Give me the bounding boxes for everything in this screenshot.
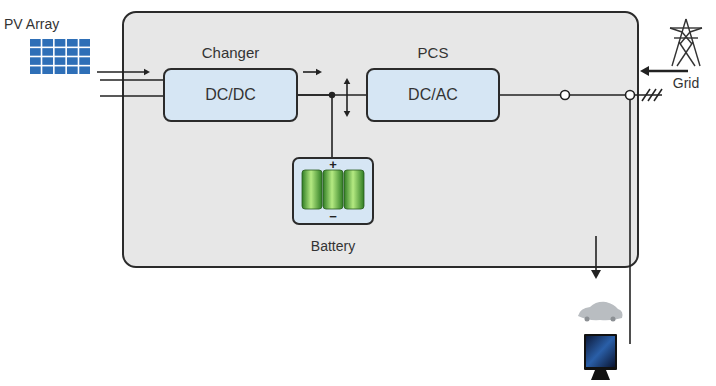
connector xyxy=(97,69,163,96)
solar-cell xyxy=(30,48,41,56)
breaker-terminal xyxy=(626,91,635,100)
flow-arrow-line xyxy=(647,70,688,73)
box-heading: Changer xyxy=(135,44,326,61)
breaker-terminal xyxy=(561,91,570,100)
tv-screen xyxy=(586,336,615,367)
arrowhead xyxy=(344,78,351,84)
solar-cell xyxy=(55,66,66,74)
flow-arrow-line xyxy=(346,83,348,112)
node-label: Grid xyxy=(652,75,716,91)
grid-node: Grid xyxy=(662,18,710,98)
solar-cell xyxy=(55,48,66,56)
tower-strut xyxy=(690,28,702,32)
tower-strut xyxy=(670,28,682,32)
pv-array-node: PV Array xyxy=(4,16,100,100)
tower-strut xyxy=(679,42,695,66)
load-flow-arrow xyxy=(595,236,597,272)
battery-cell xyxy=(323,170,343,209)
solar-cell xyxy=(30,39,41,47)
wire xyxy=(298,95,332,157)
solar-cell xyxy=(79,48,90,56)
car-wheel xyxy=(585,317,590,322)
load-flow-arrowhead xyxy=(591,270,601,279)
solar-cell xyxy=(67,39,78,47)
battery-cell xyxy=(344,170,364,209)
panel-frame xyxy=(29,38,91,75)
junction-dot xyxy=(329,92,335,98)
tower-strut xyxy=(670,27,702,28)
arrowhead xyxy=(640,66,649,76)
solar-cell xyxy=(42,48,53,56)
solar-cell xyxy=(67,57,78,65)
tower-strut xyxy=(677,42,693,66)
solar-cell xyxy=(42,39,53,47)
solar-cell xyxy=(79,66,90,74)
solar-cell xyxy=(30,57,41,65)
three-phase-mark xyxy=(654,89,662,101)
connector xyxy=(298,69,366,95)
connector xyxy=(298,78,350,157)
solar-cell xyxy=(42,66,53,74)
wire xyxy=(100,95,163,97)
box-label: DC/DC xyxy=(205,86,256,104)
box-label: DC/AC xyxy=(408,86,458,104)
transmission-tower-icon xyxy=(662,18,710,68)
box-heading: PCS xyxy=(338,44,528,61)
connector xyxy=(500,66,688,95)
arrowhead xyxy=(144,69,150,76)
system-housing xyxy=(123,12,638,267)
arrowhead xyxy=(344,111,351,117)
converter-box: PCSDC/AC xyxy=(366,68,500,122)
load-wire xyxy=(629,100,631,344)
tower-strut xyxy=(680,32,690,44)
solar-cell xyxy=(30,66,41,74)
solar-cell xyxy=(79,57,90,65)
solar-cell xyxy=(67,66,78,74)
terminal-sign: + xyxy=(323,158,343,171)
car-icon xyxy=(578,302,623,320)
arrowhead xyxy=(316,69,322,76)
battery-cell xyxy=(302,170,322,209)
solar-cell xyxy=(42,57,53,65)
flow-arrow-line xyxy=(97,71,145,73)
tv-stand xyxy=(591,370,610,380)
tv-frame xyxy=(584,334,617,370)
solar-cell xyxy=(79,39,90,47)
wire xyxy=(100,79,163,81)
car-wheel xyxy=(611,317,616,322)
wire xyxy=(500,94,662,96)
solar-cell xyxy=(67,48,78,56)
flow-arrow-line xyxy=(303,71,317,73)
solar-cell xyxy=(55,39,66,47)
terminal-sign: − xyxy=(323,210,343,223)
node-label: PV Array xyxy=(4,16,59,32)
node-label: Battery xyxy=(254,238,412,254)
tower-strut xyxy=(682,32,692,44)
converter-box: ChangerDC/DC xyxy=(163,68,298,122)
solar-cell xyxy=(55,57,66,65)
